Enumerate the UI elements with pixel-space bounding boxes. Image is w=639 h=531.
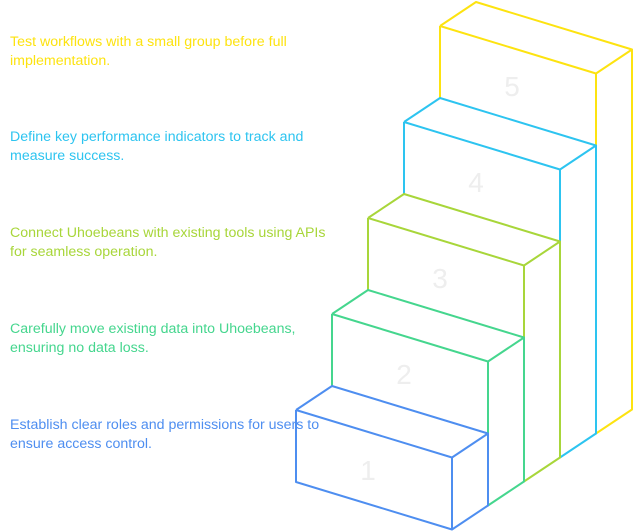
step-4-side-face (559, 145, 597, 459)
step-2-side-face (487, 337, 525, 507)
step-1-number: 1 (360, 455, 376, 486)
step-1-side-face (451, 433, 489, 531)
step-3-top-face (367, 193, 561, 267)
step-3-side-face (523, 241, 561, 483)
step-3-number: 3 (432, 263, 448, 294)
step-5-side-face (595, 49, 633, 435)
step-3-description: Connect Uhoebeans with existing tools us… (10, 225, 326, 260)
step-5-description: Test workflows with a small group before… (10, 34, 287, 69)
step-5-number: 5 (504, 71, 520, 102)
step-2-description: Carefully move existing data into Uhoebe… (10, 321, 296, 356)
step-2-number: 2 (396, 359, 412, 390)
step-1-description: Establish clear roles and permissions fo… (10, 417, 320, 452)
step-4-top-face (403, 97, 597, 171)
step-2-top-face (331, 289, 525, 363)
step-1-top-face (295, 385, 489, 459)
step-5-top-face (439, 1, 633, 75)
step-4-description: Define key performance indicators to tra… (10, 129, 304, 164)
step-4-number: 4 (468, 167, 484, 198)
